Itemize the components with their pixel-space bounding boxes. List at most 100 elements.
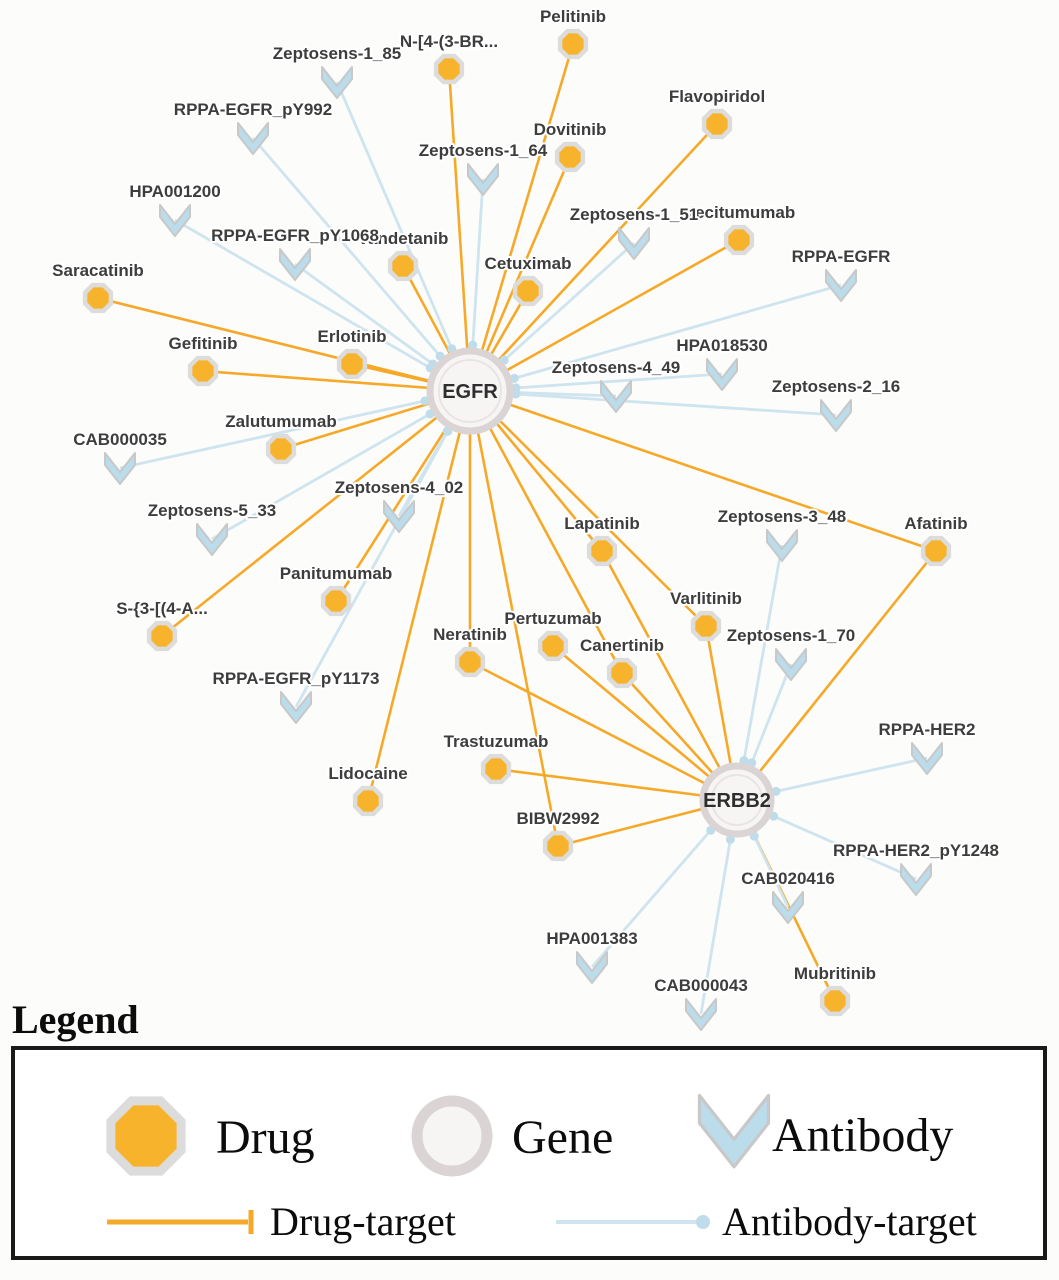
drug-target-edge	[469, 238, 740, 393]
legend-item-gene-label: Gene	[512, 1111, 613, 1164]
drug-octagon-icon	[701, 108, 733, 140]
drug-node-panitumumab: Panitumumab	[278, 562, 394, 617]
drug-target-edge	[366, 390, 472, 802]
antibody-label: Zeptosens-4_49	[552, 358, 681, 377]
gene-legend-icon	[411, 1095, 493, 1177]
drug-label: Mubritinib	[794, 964, 876, 983]
drug-node-erlotinib: Erlotinib	[316, 325, 388, 380]
antibody-node-zeptosens-2_16: Zeptosens-2_16	[770, 375, 902, 432]
antibody-label: RPPA-EGFR_pY1173	[213, 669, 380, 688]
antibody-target-edge	[469, 283, 842, 393]
antibody-label: CAB000035	[73, 430, 167, 449]
antibody-label: RPPA-HER2_pY1248	[833, 841, 999, 860]
drug-node-zalutumumab: Zalutumumab	[223, 410, 339, 465]
drug-target-edge	[468, 390, 624, 674]
drug-octagon-icon	[554, 141, 586, 173]
antibody-node-cab000035: CAB000035	[71, 428, 169, 485]
drug-octagon-icon	[265, 433, 297, 465]
drug-node-canertinib: Canertinib	[578, 634, 666, 689]
antibody-label: Zeptosens-1_51	[570, 205, 699, 224]
drug-node-n4-3br: N-[4-(3-BR...	[398, 30, 500, 85]
antibody-chevron-icon	[900, 863, 932, 896]
drug-label: Pertuzumab	[504, 609, 601, 628]
drug-node-afatinib: Afatinib	[902, 512, 970, 567]
antibody-node-zeptosens-1_64: Zeptosens-1_64	[417, 139, 550, 196]
drug-label: BIBW2992	[516, 809, 599, 828]
drug-octagon-icon	[480, 753, 512, 785]
legend-item-gene: Gene	[411, 1095, 613, 1177]
gene-inner-ring	[711, 774, 763, 826]
antibody-chevron-icon	[383, 500, 415, 533]
legend-item-antibody-label: Antibody	[772, 1109, 953, 1162]
antibody-label: HPA001200	[129, 182, 220, 201]
drug-target-edge	[468, 43, 575, 392]
drug-target-edge	[469, 123, 718, 392]
drug-node-pelitinib: Pelitinib	[538, 5, 608, 60]
drug-octagon-icon	[920, 535, 952, 567]
antibody-node-zeptosens-5_33: Zeptosens-5_33	[146, 499, 278, 556]
drug-node-bibw2992: BIBW2992	[514, 807, 602, 862]
antibody-label: Zeptosens-5_33	[148, 501, 277, 520]
antibody-node-zeptosens-3_48: Zeptosens-3_48	[716, 505, 848, 562]
drug-octagon-icon	[187, 355, 219, 387]
drug-label: Lapatinib	[564, 514, 640, 533]
antibody-node-zeptosens-1_85: Zeptosens-1_85	[271, 42, 403, 99]
antibody-chevron-icon	[766, 529, 798, 562]
antibody-label: HPA018530	[676, 336, 767, 355]
antibody-label: Zeptosens-3_48	[718, 507, 847, 526]
drug-target-edge	[495, 767, 738, 802]
drug-target-edge	[735, 550, 938, 801]
antibody-chevron-icon	[706, 358, 738, 391]
antibody-label: RPPA-HER2	[879, 720, 976, 739]
antibody-node-rppa-egfr_py1173: RPPA-EGFR_pY1173	[211, 667, 381, 724]
antibody-edge-anchor-dot	[468, 340, 478, 350]
drug-octagon-icon	[606, 657, 638, 689]
antibody-node-zeptosens-4_02: Zeptosens-4_02	[333, 476, 465, 533]
antibody-chevron-icon	[825, 269, 857, 302]
antibody-chevron-icon	[772, 891, 804, 924]
drug-label: Afatinib	[904, 514, 967, 533]
drug-label: Lidocaine	[328, 764, 407, 783]
antibody-chevron-icon	[467, 163, 499, 196]
drug-octagon-icon	[352, 785, 384, 817]
drug-node-mubritinib: Mubritinib	[792, 962, 878, 1017]
antibody-label: RPPA-EGFR_pY1068	[211, 226, 379, 245]
antibody-target-edge	[251, 137, 472, 392]
antibody-node-cab000043: CAB000043	[652, 974, 750, 1031]
drug-node-vandetanib: Vandetanib	[356, 227, 450, 282]
antibody-label: Zeptosens-1_64	[419, 141, 548, 160]
gene-label: ERBB2	[703, 790, 771, 812]
antibody-label: CAB000043	[654, 976, 748, 995]
drug-octagon-icon	[146, 620, 178, 652]
drug-octagon-icon	[512, 275, 544, 307]
drug-target-edge	[469, 390, 707, 627]
drug-label: Canertinib	[580, 636, 664, 655]
antibody-label: RPPA-EGFR	[792, 247, 891, 266]
drug-label: Varlitinib	[670, 589, 742, 608]
drug-octagon-icon	[336, 348, 368, 380]
antibody-chevron-icon	[911, 742, 943, 775]
gene-node-egfr: EGFR	[426, 347, 514, 435]
antibody-node-zeptosens-1_51: Zeptosens-1_51	[568, 203, 700, 260]
drug-octagon-icon	[454, 646, 486, 678]
drug-target-edge	[469, 389, 937, 553]
drug-octagon-icon	[320, 585, 352, 617]
antibody-target-legend-dot	[696, 1215, 710, 1229]
drug-node-cetuximab: Cetuximab	[483, 252, 573, 307]
antibody-label: CAB020416	[741, 869, 835, 888]
gene-inner-ring	[438, 359, 502, 423]
drug-target-edge	[600, 550, 739, 801]
antibody-node-rppa-egfr: RPPA-EGFR	[790, 245, 892, 302]
antibody-label: Zeptosens-1_85	[273, 44, 402, 63]
drug-label: Vandetanib	[358, 229, 449, 248]
antibody-node-zeptosens-1_70: Zeptosens-1_70	[725, 624, 857, 681]
antibody-node-rppa-egfr_py992: RPPA-EGFR_pY992	[172, 98, 334, 155]
antibody-node-rppa-egfr_py1068: RPPA-EGFR_pY1068	[209, 224, 381, 281]
drug-node-dovitinib: Dovitinib	[532, 118, 608, 173]
drug-node-gefitinib: Gefitinib	[167, 332, 239, 387]
antibody-legend-icon	[697, 1093, 771, 1169]
drug-label: S-{3-[(4-A...	[116, 599, 208, 618]
antibody-chevron-icon	[820, 399, 852, 432]
